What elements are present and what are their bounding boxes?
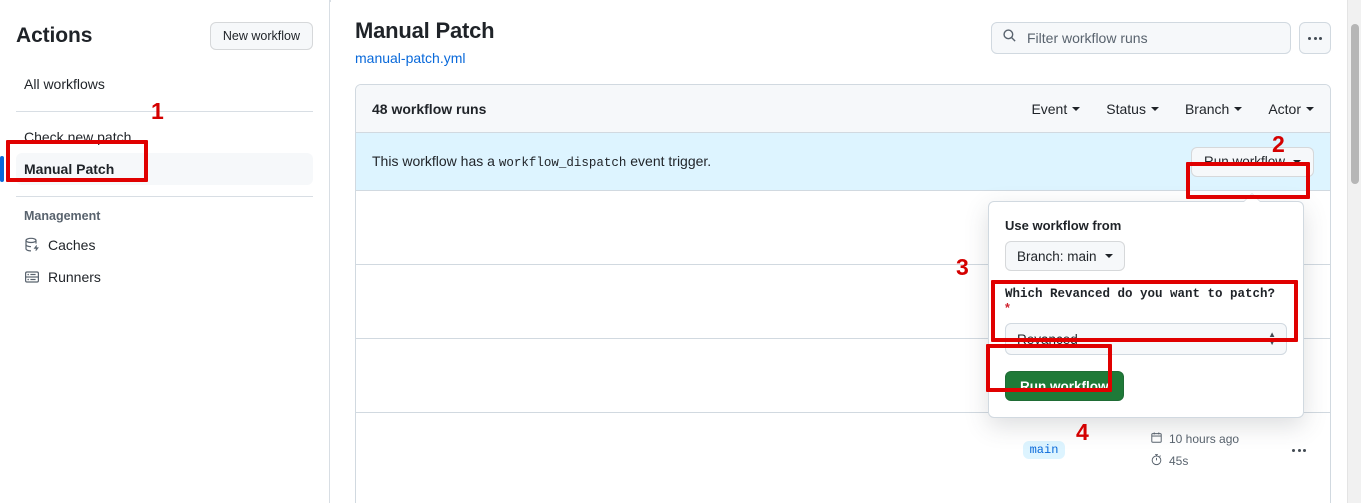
run-duration: 45s: [1150, 453, 1284, 469]
run-workflow-panel: Use workflow from Branch: main Which Rev…: [988, 193, 1304, 418]
sidebar-divider-2: [16, 196, 313, 198]
filter-actor[interactable]: Actor: [1268, 101, 1314, 117]
chevron-down-icon: [1234, 106, 1243, 111]
vertical-scrollbar-thumb[interactable]: [1351, 24, 1359, 184]
search-icon: [1002, 28, 1017, 48]
dispatch-banner-text: This workflow has a workflow_dispatch ev…: [372, 153, 711, 170]
run-date-label: 10 hours ago: [1169, 432, 1240, 446]
sidebar-item-caches[interactable]: Caches: [16, 229, 313, 261]
header-overflow-button[interactable]: [1299, 22, 1331, 54]
vertical-scrollbar-track[interactable]: [1347, 0, 1361, 503]
use-workflow-from-label: Use workflow from: [1005, 218, 1122, 233]
chevron-down-icon: [1072, 106, 1081, 111]
search-input[interactable]: [1025, 29, 1280, 47]
kebab-icon: [1308, 36, 1322, 40]
branch-selector-label: Branch: main: [1017, 248, 1097, 264]
sidebar-item-label: Check new patch: [24, 129, 132, 146]
sidebar-group-management: Management: [24, 209, 101, 224]
select-stepper-icon: ▲▼: [1268, 330, 1276, 347]
required-marker: *: [1005, 301, 1010, 315]
workflow-header: Manual Patch manual-patch.yml: [355, 0, 1331, 68]
cache-icon: [24, 237, 40, 253]
patch-target-field-label: Which Revanced do you want to patch? *: [1005, 287, 1287, 316]
chevron-down-icon: [1306, 106, 1314, 111]
row-overflow-button[interactable]: [1284, 448, 1314, 452]
table-row[interactable]: main 10 hours ago: [356, 413, 1330, 487]
sidebar-header: Actions New workflow: [16, 0, 313, 51]
panel-caret-fill: [1244, 194, 1260, 202]
page-title: Actions: [16, 24, 93, 48]
runs-count-label: 48 workflow runs: [372, 100, 487, 117]
patch-target-select-value: Revanced: [1017, 331, 1078, 347]
workflow-title-block: Manual Patch manual-patch.yml: [355, 18, 495, 68]
sidebar-item-manual-patch[interactable]: Manual Patch: [0, 153, 313, 186]
sidebar-item-label: Caches: [48, 237, 96, 254]
runs-filters: Event Status Branch Actor: [1031, 101, 1314, 117]
dispatch-text-before: This workflow has a: [372, 153, 495, 169]
stopwatch-icon: [1150, 453, 1163, 469]
dispatch-event-code: workflow_dispatch: [498, 156, 627, 170]
run-workflow-submit-button[interactable]: Run workflow: [1005, 371, 1124, 401]
dispatch-text-after: event trigger.: [630, 153, 712, 169]
filter-event[interactable]: Event: [1031, 100, 1081, 117]
sidebar-item-label: All workflows: [24, 76, 105, 93]
run-workflow-dropdown-button[interactable]: Run workflow: [1190, 146, 1314, 177]
sidebar-item-all-workflows[interactable]: All workflows: [16, 68, 313, 100]
run-branch-cell: main: [954, 441, 1134, 459]
patch-target-select-field[interactable]: Revanced ▲▼: [1005, 323, 1287, 355]
filter-label: Branch: [1184, 100, 1230, 117]
sidebar-item-check-new-patch[interactable]: Check new patch: [16, 121, 313, 153]
workflow-file-link[interactable]: manual-patch.yml: [355, 50, 466, 66]
new-workflow-button[interactable]: New workflow: [209, 22, 313, 51]
sidebar-item-runners[interactable]: Runners: [16, 261, 313, 293]
header-actions: [991, 22, 1331, 54]
patch-target-field-label-text: Which Revanced do you want to patch?: [1005, 287, 1276, 301]
actions-sidebar: Actions New workflow All workflows Check…: [0, 0, 330, 503]
kebab-icon: [1292, 448, 1306, 452]
search-box[interactable]: [991, 22, 1291, 54]
run-workflow-panel-body: Use workflow from Branch: main Which Rev…: [989, 202, 1303, 417]
filter-label: Actor: [1268, 100, 1301, 117]
chevron-down-icon: [1104, 254, 1113, 258]
run-workflow-button-label: Run workflow: [1203, 154, 1285, 169]
sidebar-item-label: Runners: [48, 269, 101, 286]
sidebar-divider-1: [16, 111, 313, 113]
filter-label: Event: [1031, 100, 1068, 117]
filter-branch[interactable]: Branch: [1184, 100, 1243, 117]
workflow-title: Manual Patch: [355, 18, 495, 43]
sidebar-item-label: Manual Patch: [24, 161, 115, 178]
filter-status[interactable]: Status: [1106, 101, 1159, 117]
workflow-dispatch-banner: This workflow has a workflow_dispatch ev…: [356, 133, 1330, 191]
runs-toolbar: 48 workflow runs Event Status Branch: [356, 85, 1330, 133]
run-duration-label: 45s: [1169, 454, 1189, 468]
branch-badge[interactable]: main: [1022, 441, 1066, 459]
filter-label: Status: [1106, 100, 1146, 117]
runners-icon: [24, 269, 40, 285]
run-meta-cell: 10 hours ago 45s: [1134, 431, 1284, 469]
run-date: 10 hours ago: [1150, 431, 1284, 447]
calendar-icon: [1150, 431, 1163, 447]
chevron-down-icon: [1150, 106, 1159, 111]
branch-selector-button[interactable]: Branch: main: [1005, 241, 1125, 271]
chevron-down-icon: [1293, 159, 1301, 164]
